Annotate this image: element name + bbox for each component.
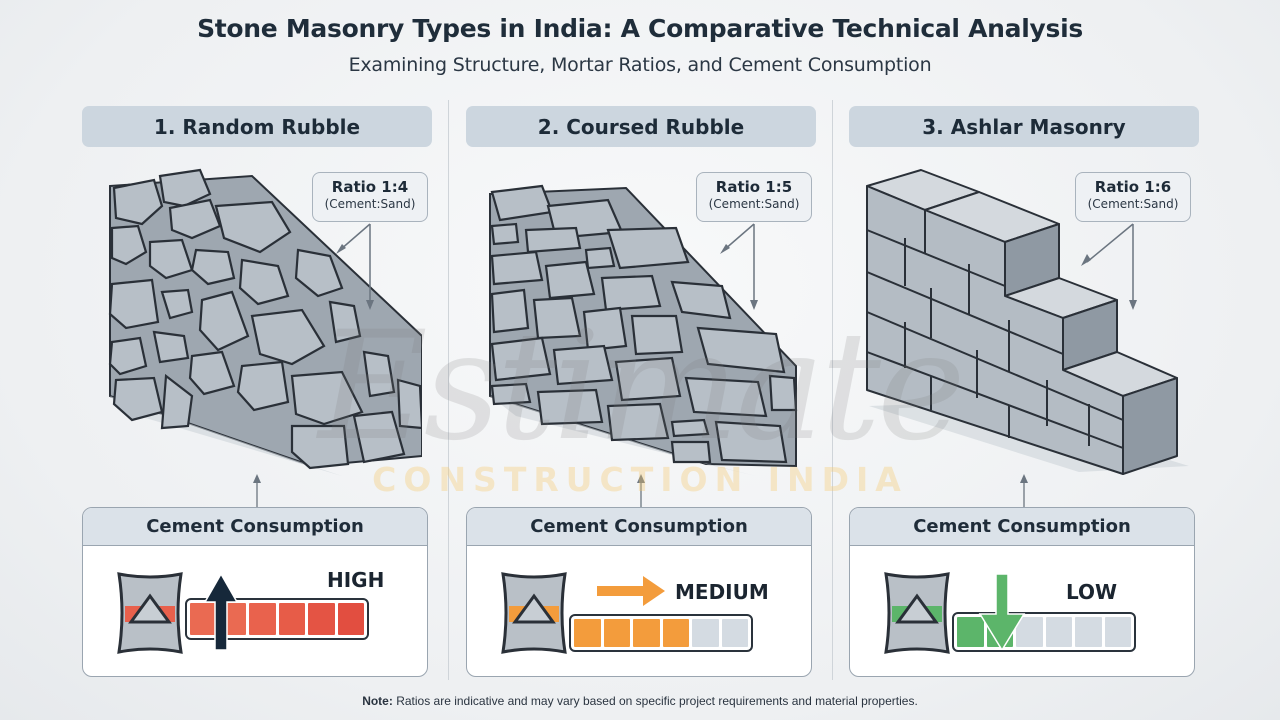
ratio-callout: Ratio 1:5 (Cement:Sand) — [696, 172, 812, 222]
page-title: Stone Masonry Types in India: A Comparat… — [197, 14, 1083, 43]
panel-random-rubble: 1. Random Rubble — [82, 106, 432, 680]
ratio-unit: (Cement:Sand) — [1087, 197, 1179, 211]
ratio-unit: (Cement:Sand) — [324, 197, 416, 211]
note-label: Note: — [362, 694, 393, 708]
meter-segment — [1016, 617, 1043, 647]
callout-pointer-icon — [720, 223, 758, 310]
ratio-callout: Ratio 1:6 (Cement:Sand) — [1075, 172, 1191, 222]
meter-segment — [662, 619, 689, 647]
connector-arrow-icon — [1020, 474, 1028, 510]
meter-segment — [278, 603, 305, 635]
meter-segment — [1075, 617, 1102, 647]
cement-consumption-title: Cement Consumption — [850, 508, 1194, 546]
ratio-unit: (Cement:Sand) — [708, 197, 800, 211]
consumption-meter — [569, 614, 753, 652]
ratio-value: Ratio 1:4 — [331, 178, 409, 196]
note-text: Ratios are indicative and may vary based… — [392, 694, 918, 708]
meter-segment — [249, 603, 276, 635]
meter-segment — [1045, 617, 1072, 647]
callout-pointer-icon — [336, 223, 374, 310]
panel-heading: 2. Coursed Rubble — [466, 106, 816, 147]
up-arrow-icon — [203, 574, 239, 650]
meter-segment — [633, 619, 660, 647]
panel-heading: 1. Random Rubble — [82, 106, 432, 147]
meter-segment — [721, 619, 748, 647]
coursed-rubble-wall-illustration — [489, 184, 798, 476]
panel-coursed-rubble: 2. Coursed Rubble — [466, 106, 816, 680]
cement-consumption-card: Cement Consumption HIGH — [82, 507, 428, 677]
meter-segment — [603, 619, 630, 647]
down-arrow-icon — [978, 574, 1026, 650]
random-rubble-wall-illustration — [108, 168, 422, 476]
ashlar-masonry-wall-illustration — [866, 169, 1189, 475]
callout-pointer-icon — [1081, 223, 1137, 310]
cement-bag-icon — [501, 572, 567, 654]
footer-note: Note: Ratios are indicative and may vary… — [0, 694, 1280, 708]
meter-segment — [574, 619, 601, 647]
consumption-level: LOW — [1066, 580, 1118, 604]
cement-consumption-card: Cement Consumption LOW — [849, 507, 1195, 677]
cement-consumption-title: Cement Consumption — [467, 508, 811, 546]
meter-segment — [957, 617, 984, 647]
panel-divider — [832, 100, 833, 680]
connector-arrow-icon — [253, 474, 261, 510]
meter-segment — [308, 603, 335, 635]
ratio-value: Ratio 1:6 — [1094, 178, 1172, 196]
panel-ashlar-masonry: 3. Ashlar Masonry — [849, 106, 1199, 680]
meter-segment — [337, 603, 364, 635]
ratio-value: Ratio 1:5 — [715, 178, 793, 196]
panel-heading: 3. Ashlar Masonry — [849, 106, 1199, 147]
consumption-level: MEDIUM — [675, 580, 769, 604]
meter-segment — [692, 619, 719, 647]
ratio-callout: Ratio 1:4 (Cement:Sand) — [312, 172, 428, 222]
consumption-level: HIGH — [327, 568, 385, 592]
right-arrow-icon — [597, 576, 665, 606]
cement-bag-icon — [117, 572, 183, 654]
cement-consumption-card: Cement Consumption MEDIUM — [466, 507, 812, 677]
connector-arrow-icon — [637, 474, 645, 510]
consumption-meter — [185, 598, 369, 640]
meter-segment — [1104, 617, 1131, 647]
meter-segment — [190, 603, 217, 635]
page-subtitle: Examining Structure, Mortar Ratios, and … — [348, 54, 932, 76]
cement-bag-icon — [884, 572, 950, 654]
panel-divider — [448, 100, 449, 680]
cement-consumption-title: Cement Consumption — [83, 508, 427, 546]
